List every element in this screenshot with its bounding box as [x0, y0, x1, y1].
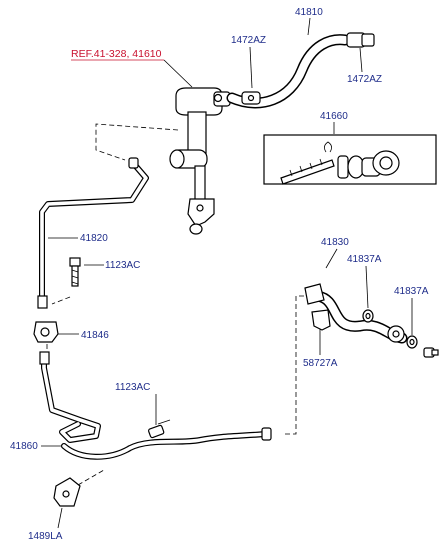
ref-label[interactable]: REF.41-328, 41610 [71, 48, 162, 60]
label-41846[interactable]: 41846 [81, 330, 109, 341]
repair-kit-41660[interactable] [263, 134, 437, 185]
clutch-master-cylinder[interactable] [169, 87, 231, 235]
label-41860[interactable]: 41860 [10, 441, 38, 452]
washer-41837a-right[interactable] [406, 335, 418, 349]
bolt-1123ac-lower[interactable] [148, 419, 171, 439]
hose-clamp-right[interactable] [346, 32, 375, 48]
washer-41837a-left[interactable] [362, 309, 374, 323]
bracket-1489la[interactable] [53, 477, 81, 507]
label-41660[interactable]: 41660 [320, 111, 348, 122]
union-bolt-right[interactable] [423, 347, 439, 358]
label-1123ac-lower[interactable]: 1123AC [115, 382, 150, 393]
clutch-hose-41830[interactable] [304, 283, 408, 344]
label-41830[interactable]: 41830 [321, 237, 349, 248]
label-1123ac-upper[interactable]: 1123AC [105, 260, 140, 271]
label-41837a-left[interactable]: 41837A [347, 254, 382, 265]
clutch-pipe-41860[interactable] [39, 351, 272, 460]
label-41810[interactable]: 41810 [295, 7, 323, 18]
hose-clamp-left[interactable] [241, 91, 261, 105]
label-41837a-right[interactable]: 41837A [394, 286, 429, 297]
clip-58727a[interactable] [311, 309, 331, 331]
label-1472az-right[interactable]: 1472AZ [347, 74, 382, 85]
bolt-1123ac-upper[interactable] [69, 257, 81, 287]
clutch-pipe-41820[interactable] [37, 157, 149, 309]
label-58727a[interactable]: 58727A [303, 358, 338, 369]
label-41820[interactable]: 41820 [80, 233, 108, 244]
union-fitting-41846[interactable] [33, 321, 59, 343]
label-1489la[interactable]: 1489LA [28, 531, 63, 542]
label-1472az-left[interactable]: 1472AZ [231, 35, 266, 46]
